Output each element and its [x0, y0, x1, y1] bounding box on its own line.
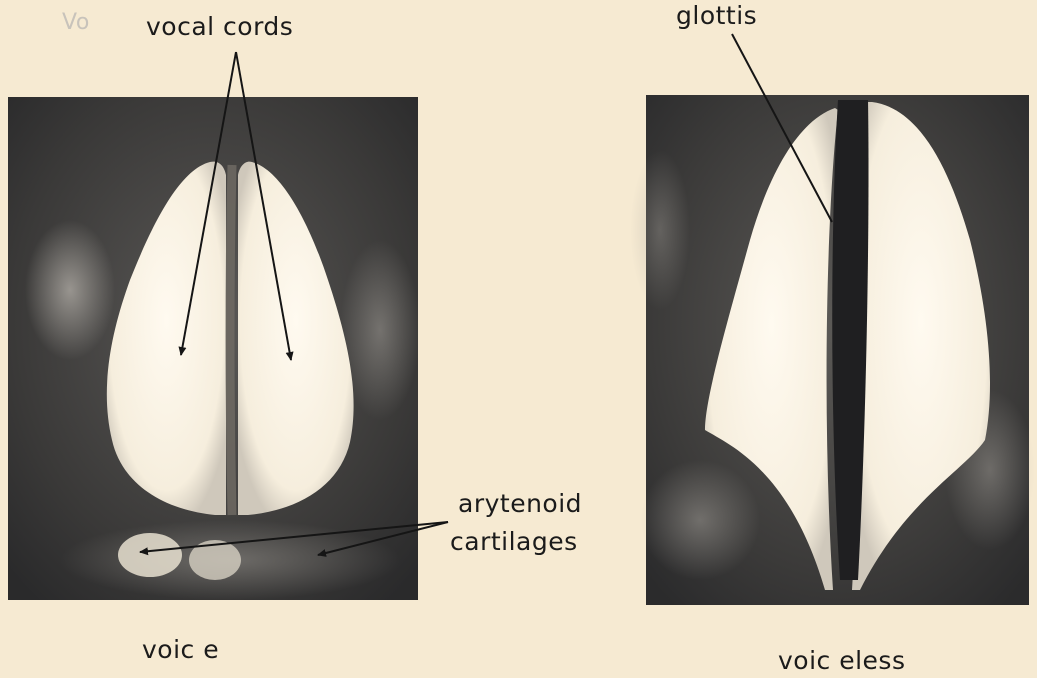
- voiceless-panel: [630, 95, 1035, 605]
- closed-glottis-line: [230, 165, 232, 515]
- faint-heading: Vo: [62, 12, 90, 34]
- glottis-label: glottis: [676, 3, 757, 28]
- cartilages-label: cartilages: [450, 529, 578, 554]
- arytenoid-label: arytenoid: [458, 491, 582, 516]
- voiceless-panel-shading: [630, 150, 690, 310]
- voiceless-panel-shading: [640, 460, 760, 580]
- voice-panel-shading: [25, 220, 115, 360]
- vocal-cords-label: vocal cords: [146, 14, 293, 39]
- voiceless-caption: voic eless: [778, 648, 906, 673]
- left-arytenoid-cartilage: [118, 533, 182, 577]
- voice-caption: voic e: [142, 637, 219, 662]
